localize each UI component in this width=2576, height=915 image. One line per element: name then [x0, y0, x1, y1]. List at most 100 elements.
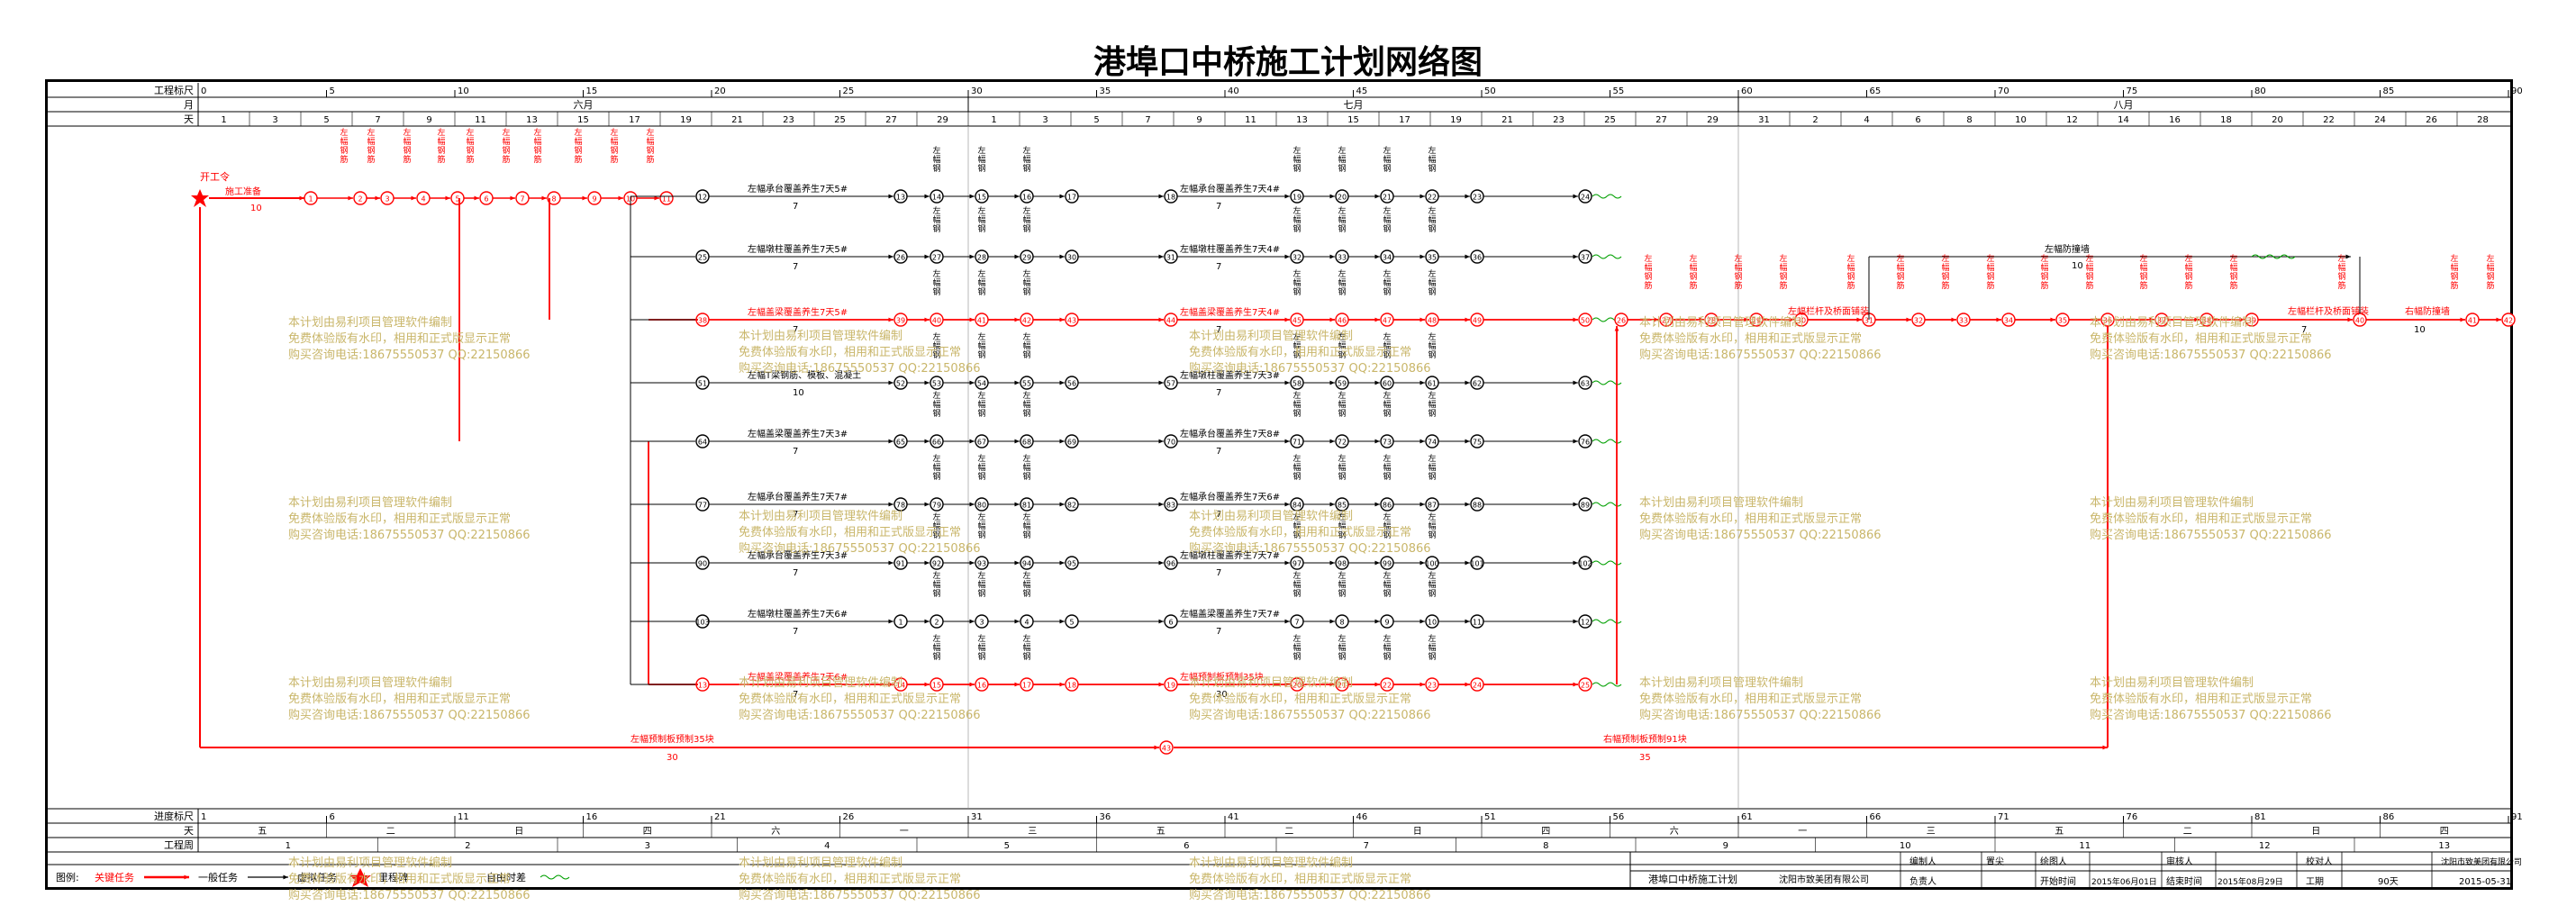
vertical-activity-label: 幅	[932, 399, 940, 410]
activity-duration: 35	[1639, 753, 1651, 763]
legend-virtual-label: 虚拟任务	[297, 871, 337, 883]
arrow-head	[1154, 745, 1159, 750]
arrow-head	[1158, 502, 1164, 507]
vertical-activity-label: 左	[1338, 205, 1346, 216]
event-node-number: 21	[1338, 682, 1347, 690]
arrow-head	[1573, 619, 1578, 624]
day-label: 11	[475, 115, 486, 125]
vertical-activity-label: 左	[977, 512, 985, 522]
vertical-activity-label: 钢	[1644, 271, 1652, 282]
arrow-head	[1329, 560, 1335, 566]
arrow-head	[1420, 194, 1425, 199]
week-label: 2	[465, 841, 470, 851]
event-node-number: 2	[934, 619, 939, 627]
vertical-activity-label: 幅	[932, 340, 940, 351]
arrow-head	[1374, 317, 1380, 322]
day-label: 5	[323, 115, 329, 125]
end-value: 2015年08月29日	[2218, 876, 2283, 887]
arrow-head	[1374, 380, 1380, 385]
arrow-head	[924, 194, 930, 199]
arrow-head	[1284, 380, 1290, 385]
arrow-head	[1573, 439, 1578, 444]
vertical-activity-label: 幅	[367, 136, 375, 147]
event-node	[1159, 740, 1174, 755]
watermark: 本计划由易利项目管理软件编制免费体验版有水印，相用和正式版显示正常购买咨询电话:…	[739, 510, 981, 556]
event-node-number: 6	[484, 195, 488, 204]
day-label: 23	[783, 115, 794, 125]
event-node	[659, 191, 674, 205]
arrow-head	[1329, 439, 1335, 444]
vertical-activity-label: 幅	[646, 136, 654, 147]
vertical-activity-label: 钢	[1689, 271, 1697, 282]
event-node-number: 19	[1166, 682, 1175, 690]
vertical-activity-label: 左	[977, 570, 985, 581]
event-node	[1578, 556, 1592, 570]
event-node-number: 63	[1581, 380, 1590, 388]
vertical-activity-label: 左	[1428, 205, 1436, 216]
vertical-activity-label: 左	[1383, 512, 1391, 522]
event-node-number: 76	[1581, 439, 1590, 447]
arrow-head	[888, 194, 893, 199]
arrow-head	[1158, 682, 1164, 687]
scale-tick-label: 80	[2254, 86, 2266, 96]
event-node-number: 52	[896, 380, 905, 388]
vertical-activity-label: 幅	[1293, 154, 1301, 165]
vertical-activity-label: 左	[1383, 633, 1391, 644]
vertical-activity-label: 钢	[1022, 651, 1030, 662]
day-label: 14	[2118, 115, 2129, 125]
arrow-head	[184, 874, 189, 880]
vertical-activity-label: 左	[1022, 268, 1030, 279]
weekday-label: 四	[2440, 827, 2449, 837]
vertical-activity-label: 钢	[1428, 408, 1436, 419]
arrow-head	[924, 439, 930, 444]
scale-row-label: 天	[184, 113, 194, 125]
arrow-head	[1906, 317, 1911, 322]
event-node-number: 103	[695, 619, 709, 627]
vertical-activity-label: 幅	[2085, 262, 2093, 273]
vertical-activity-label: 左	[1846, 253, 1855, 264]
event-node-number: 101	[1470, 560, 1483, 568]
vertical-activity-label: 幅	[502, 136, 510, 147]
event-node-number: 3	[385, 195, 389, 204]
arrow-head	[1573, 254, 1578, 259]
arrow-head	[1374, 682, 1380, 687]
vertical-activity-label: 左	[1293, 390, 1301, 401]
vertical-activity-label: 筋	[2139, 280, 2147, 291]
scale-tick-label: 60	[1741, 86, 1753, 96]
day-label: 13	[1296, 115, 1308, 125]
event-node-number: 95	[1067, 560, 1076, 568]
legend-general-label: 一般任务	[198, 872, 238, 883]
vertical-activity-label: 左	[1293, 145, 1301, 156]
arrow-head	[1284, 254, 1290, 259]
event-node-number: 36	[1473, 254, 1482, 262]
weekday-label: 六	[1670, 826, 1679, 837]
weekday-label: 四	[643, 827, 652, 837]
activity-label: 左幅墩柱覆盖养生7天7#	[1180, 549, 1280, 561]
activity-duration: 10	[2072, 261, 2083, 271]
arrow-head	[1284, 439, 1290, 444]
arrow-head	[1329, 619, 1335, 624]
vertical-activity-label: 幅	[1022, 340, 1030, 351]
arrow-head	[2345, 254, 2351, 259]
vertical-activity-label: 左	[1734, 253, 1742, 264]
event-node	[1578, 677, 1592, 692]
arrow-head	[888, 317, 893, 322]
event-node-number: 86	[1383, 502, 1392, 510]
vertical-activity-label: 筋	[610, 154, 618, 165]
vertical-activity-label: 左	[1338, 453, 1346, 464]
arrow-head	[969, 502, 975, 507]
arrow-head	[969, 560, 975, 566]
activity-duration: 7	[1216, 568, 1221, 578]
scale-tick-label: 45	[1356, 86, 1368, 96]
arrow-head	[1420, 682, 1425, 687]
vertical-activity-label: 左	[574, 127, 582, 138]
event-node-number: 88	[1473, 502, 1482, 510]
event-node-number: 30	[1797, 317, 1806, 325]
week-label: 11	[2079, 841, 2091, 851]
arrow-head	[1014, 317, 1020, 322]
event-node-number: 90	[698, 560, 707, 568]
vertical-activity-label: 钢	[1734, 271, 1742, 282]
event-node-number: 58	[1293, 380, 1302, 388]
arrow-head	[474, 195, 479, 201]
day-label: 1	[221, 115, 226, 125]
